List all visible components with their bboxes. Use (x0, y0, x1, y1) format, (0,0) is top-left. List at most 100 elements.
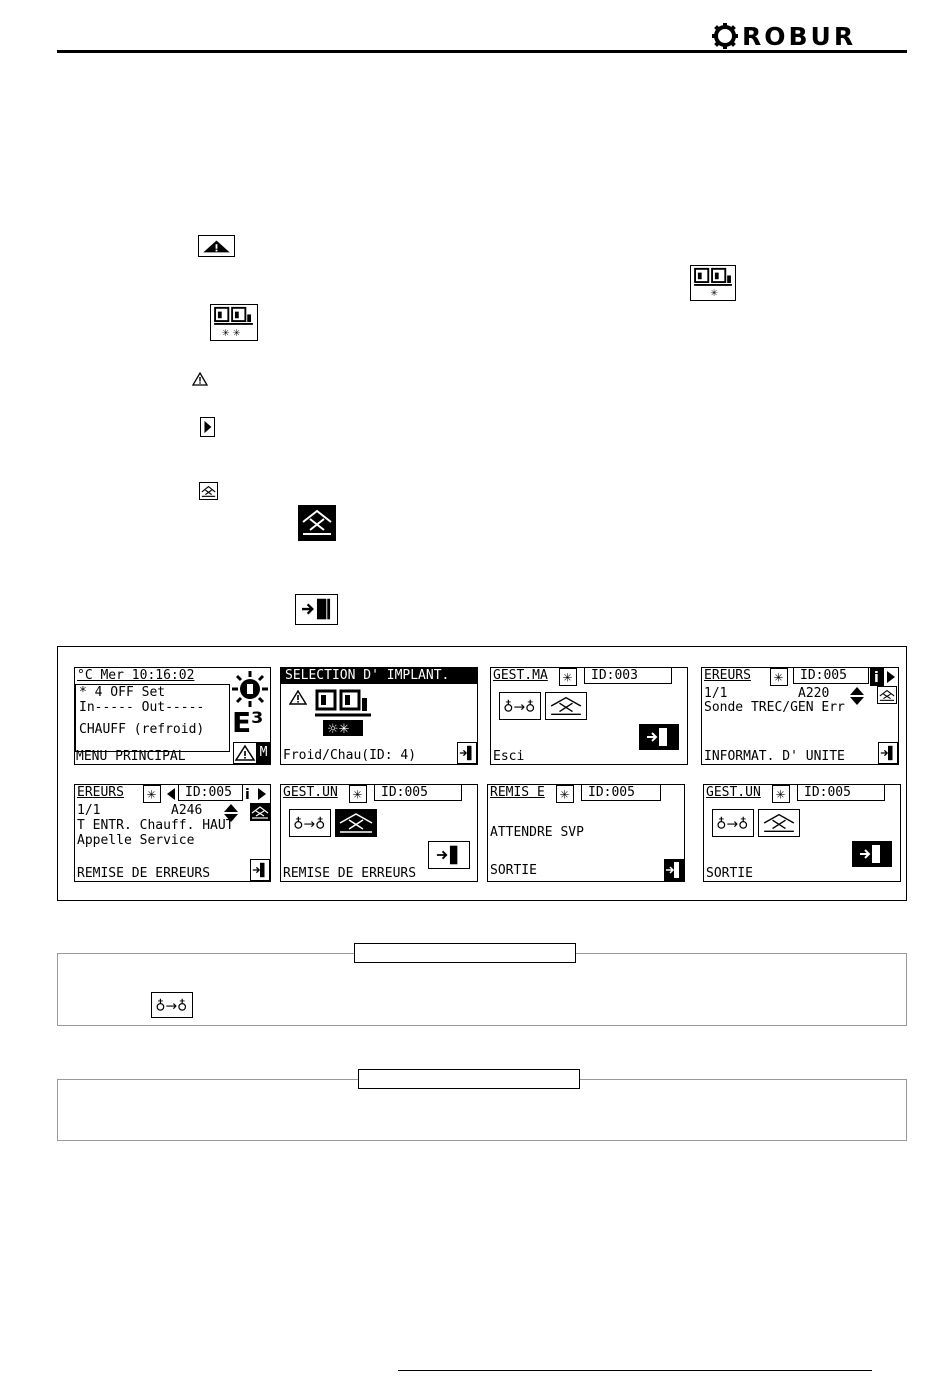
gear-icon (712, 23, 738, 49)
plant-selection-icon: ☼✳ (313, 688, 375, 738)
error-description: T ENTR. Chauff. HAUT (77, 818, 234, 833)
up-down-arrows-icon[interactable] (849, 686, 865, 706)
screen-title: GEST.UN (706, 785, 761, 800)
warning-panel-icon (198, 235, 235, 257)
brand-logo: ROBUR (712, 20, 856, 52)
svg-text:☼✳: ☼✳ (327, 722, 350, 737)
svg-text:✳: ✳ (353, 787, 363, 801)
svg-text:♁→♁: ♁→♁ (293, 817, 325, 833)
arrow-left-icon[interactable] (165, 786, 177, 802)
svg-text:i: i (874, 670, 879, 686)
screen-line-2: In----- Out----- (79, 700, 205, 715)
screen-title: REMIS E (490, 785, 545, 800)
unit-reset-icon[interactable]: ♁→♁ (499, 692, 541, 720)
svg-text:✳ ✳: ✳ ✳ (222, 328, 241, 339)
snowflake-icon: ✳ (770, 668, 788, 686)
arrow-right-icon (200, 417, 215, 437)
error-action: Appelle Service (77, 833, 195, 848)
screen-footer: Esci (493, 749, 525, 764)
id-tab: ID:005 (374, 785, 462, 801)
screen-footer: SORTIE (490, 863, 537, 878)
screen-title: EREURS (704, 668, 751, 683)
exit-door-icon[interactable] (428, 841, 470, 869)
svg-text:✳: ✳ (710, 288, 718, 299)
screen-main-menu: °C Mer 10:16:02 * 4 OFF Set In----- Out-… (74, 667, 271, 765)
plant-selection-icon: ✳ ✳ (210, 304, 258, 341)
reset-errors-icon[interactable] (758, 809, 800, 837)
screen-gest-un-exit: GEST.UN ✳ ID:005 ♁→♁ SORTIE (703, 784, 901, 882)
exit-door-icon[interactable] (878, 742, 898, 764)
error-description: Sonde TREC/GEN Err (704, 700, 845, 715)
footer-rule (398, 1370, 872, 1371)
screen-top-line: °C Mer 10:16:02 (77, 668, 195, 683)
status-message: ATTENDRE SVP (490, 825, 584, 840)
reset-errors-icon[interactable] (877, 686, 897, 704)
header-rule (57, 50, 907, 53)
exit-door-icon (295, 594, 338, 625)
svg-text:✳: ✳ (774, 670, 784, 684)
svg-text:i: i (245, 787, 250, 803)
snowflake-icon: ✳ (559, 668, 577, 686)
svg-text:✳: ✳ (560, 787, 570, 801)
snowflake-icon: ✳ (143, 785, 161, 803)
mode-indicator: M (257, 742, 270, 764)
up-down-arrows-icon[interactable] (223, 803, 239, 823)
energy-badge: E³ (232, 706, 264, 739)
error-code: A220 (798, 686, 830, 701)
screen-line-3: CHAUFF (refroid) (79, 722, 205, 737)
screen-title: SELECTION D' IMPLANT. (281, 668, 477, 684)
warning-triangle-icon (233, 742, 257, 764)
snowflake-icon: ✳ (772, 785, 790, 803)
id-tab: ID:005 (793, 668, 869, 684)
exit-door-icon[interactable] (639, 724, 679, 750)
screen-footer: Froid/Chau(ID: 4) (283, 748, 417, 763)
unit-reset-icon: ♁→♁ (151, 992, 193, 1018)
info-icon[interactable]: i (243, 785, 271, 803)
exit-door-icon[interactable] (664, 859, 684, 881)
warning-triangle-icon (288, 689, 308, 706)
plant-selection-icon: ✳ (690, 265, 736, 301)
screen-errors-reset: EREURS ✳ ID:005 i 1/1 A246 T ENTR. Chauf… (74, 784, 271, 882)
screen-footer: SORTIE (706, 866, 753, 881)
note-box-2-label (358, 1069, 580, 1089)
screen-gest-un-reset: GEST.UN ✳ ID:005 ♁→♁ REMISE DE ERREURS (280, 784, 478, 882)
svg-text:✳: ✳ (563, 670, 573, 684)
screen-footer: MENU PRINCIPAL (76, 749, 186, 764)
screen-errors-info: EREURS ✳ ID:005 i 1/1 A220 Sonde TREC/GE… (701, 667, 899, 765)
exit-door-icon[interactable] (852, 841, 892, 867)
unit-reset-icon[interactable]: ♁→♁ (289, 809, 331, 837)
reset-errors-icon[interactable] (250, 803, 270, 821)
svg-text:♁→♁: ♁→♁ (503, 700, 535, 716)
error-count: 1/1 (77, 803, 101, 818)
screen-footer: REMISE DE ERREURS (283, 866, 417, 881)
svg-text:✳: ✳ (776, 787, 786, 801)
screen-title: GEST.UN (283, 785, 338, 800)
screen-footer: REMISE DE ERREURS (77, 866, 211, 881)
snowflake-icon: ✳ (349, 785, 367, 803)
id-tab: ID:005 (178, 785, 243, 801)
svg-text:✳: ✳ (147, 787, 157, 801)
unit-reset-icon[interactable]: ♁→♁ (712, 809, 754, 837)
reset-errors-icon[interactable] (545, 692, 587, 720)
reset-errors-icon (199, 482, 218, 500)
screen-plant-selection: SELECTION D' IMPLANT. ☼✳ Froid/Chau(ID: … (280, 667, 478, 765)
reset-errors-icon (298, 505, 336, 541)
screen-line-1: * 4 OFF Set (79, 685, 166, 700)
snowflake-icon: ✳ (556, 785, 574, 803)
info-icon[interactable]: i (870, 668, 898, 686)
sun-icon (232, 671, 268, 707)
warning-triangle-icon (191, 371, 209, 387)
error-count: 1/1 (704, 686, 728, 701)
svg-text:♁→♁: ♁→♁ (716, 817, 748, 833)
screen-title: GEST.MA (493, 668, 548, 683)
id-tab: ID:005 (581, 785, 661, 801)
reset-errors-icon[interactable] (335, 809, 377, 837)
screen-footer: INFORMAT. D' UNITE (704, 749, 845, 764)
exit-door-icon (457, 742, 477, 764)
exit-door-icon[interactable] (250, 859, 270, 881)
id-tab: ID:005 (797, 785, 885, 801)
screen-gest-ma: GEST.MA ✳ ID:003 ♁→♁ Esci (490, 667, 688, 765)
brand-name: ROBUR (742, 21, 857, 51)
screen-title: EREURS (77, 785, 124, 800)
id-tab: ID:003 (584, 668, 672, 684)
